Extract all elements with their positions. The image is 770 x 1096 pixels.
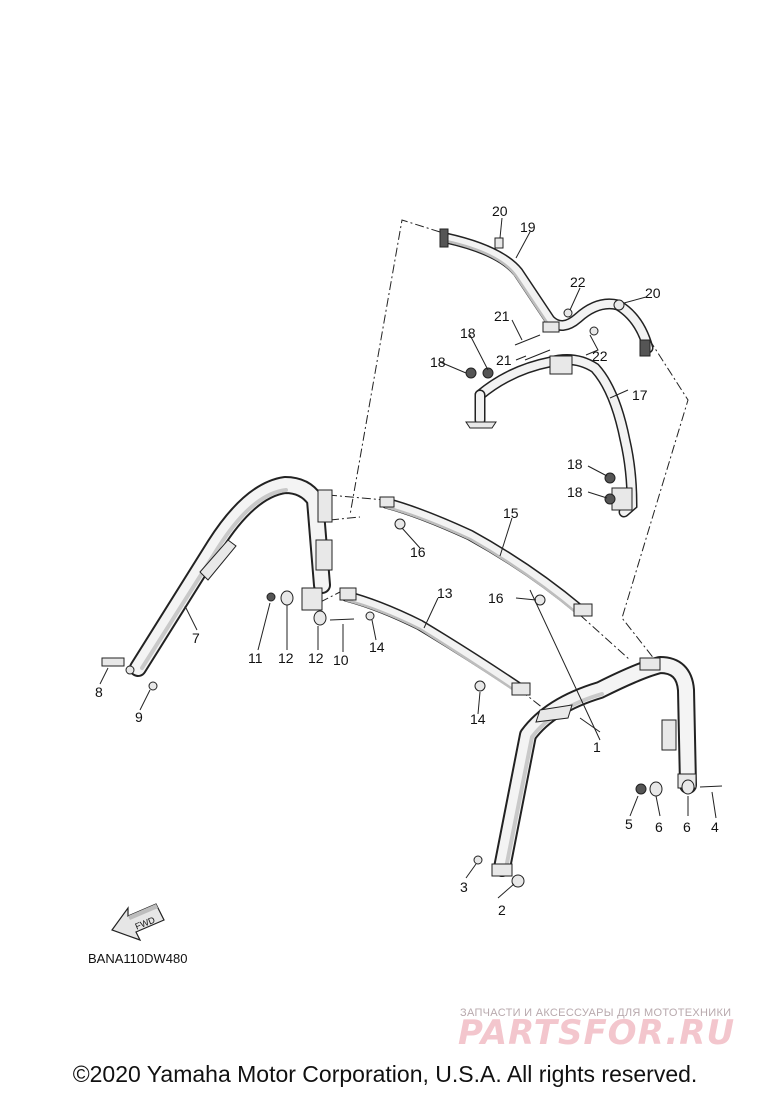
callout-18d: 18 [567,484,583,500]
callout-3: 3 [460,879,468,895]
watermark-logo: PARTSFOR.RU [458,1013,735,1053]
callout-22b: 22 [592,348,608,364]
callout-20a: 20 [492,203,508,219]
diagram-code: BANA110DW480 [88,951,187,966]
callout-leaders [99,217,717,899]
callout-12b: 12 [308,650,324,666]
fwd-arrow-icon: FWD [111,903,165,942]
callout-21a: 21 [494,308,510,324]
rear-bar-17 [465,354,638,518]
crossbar-13 [339,587,531,696]
callout-labels: 1 2 3 4 5 6 6 7 8 9 10 11 12 12 13 14 14… [95,203,719,918]
callout-21b: 21 [496,352,512,368]
callout-18b: 18 [460,325,476,341]
callout-11: 11 [248,650,263,666]
callout-16b: 16 [488,590,504,606]
callout-14a: 14 [369,639,385,655]
callout-1: 1 [593,739,601,755]
watermark-tagline: ЗАПЧАСТИ И АКСЕССУАРЫ ДЛЯ МОТОТЕХНИКИ [460,1007,731,1019]
copyright-notice: ©2020 Yamaha Motor Corporation, U.S.A. A… [72,1061,698,1087]
callout-16a: 16 [410,544,426,560]
callout-13: 13 [437,585,453,601]
callout-2: 2 [498,902,506,918]
callout-8: 8 [95,684,103,700]
callout-10: 10 [333,652,349,668]
callout-22a: 22 [570,274,586,290]
watermark: ЗАПЧАСТИ И АКСЕССУАРЫ ДЛЯ МОТОТЕХНИКИ PA… [458,1007,735,1053]
callout-6b: 6 [683,819,691,835]
rear-rollbar-1 [491,656,697,877]
callout-14b: 14 [470,711,486,727]
callout-18c: 18 [567,456,583,472]
callout-12a: 12 [278,650,294,666]
crossbar-15 [379,496,593,617]
callout-6a: 6 [655,819,663,835]
callout-5: 5 [625,816,633,832]
callout-7: 7 [192,630,200,646]
hardware [101,237,723,888]
callout-20b: 20 [645,285,661,301]
front-rollbar-7 [129,476,333,677]
callout-9: 9 [135,709,143,725]
callout-18a: 18 [430,354,446,370]
callout-4: 4 [711,819,719,835]
callout-15: 15 [503,505,519,521]
callout-17: 17 [632,387,648,403]
callout-19: 19 [520,219,536,235]
